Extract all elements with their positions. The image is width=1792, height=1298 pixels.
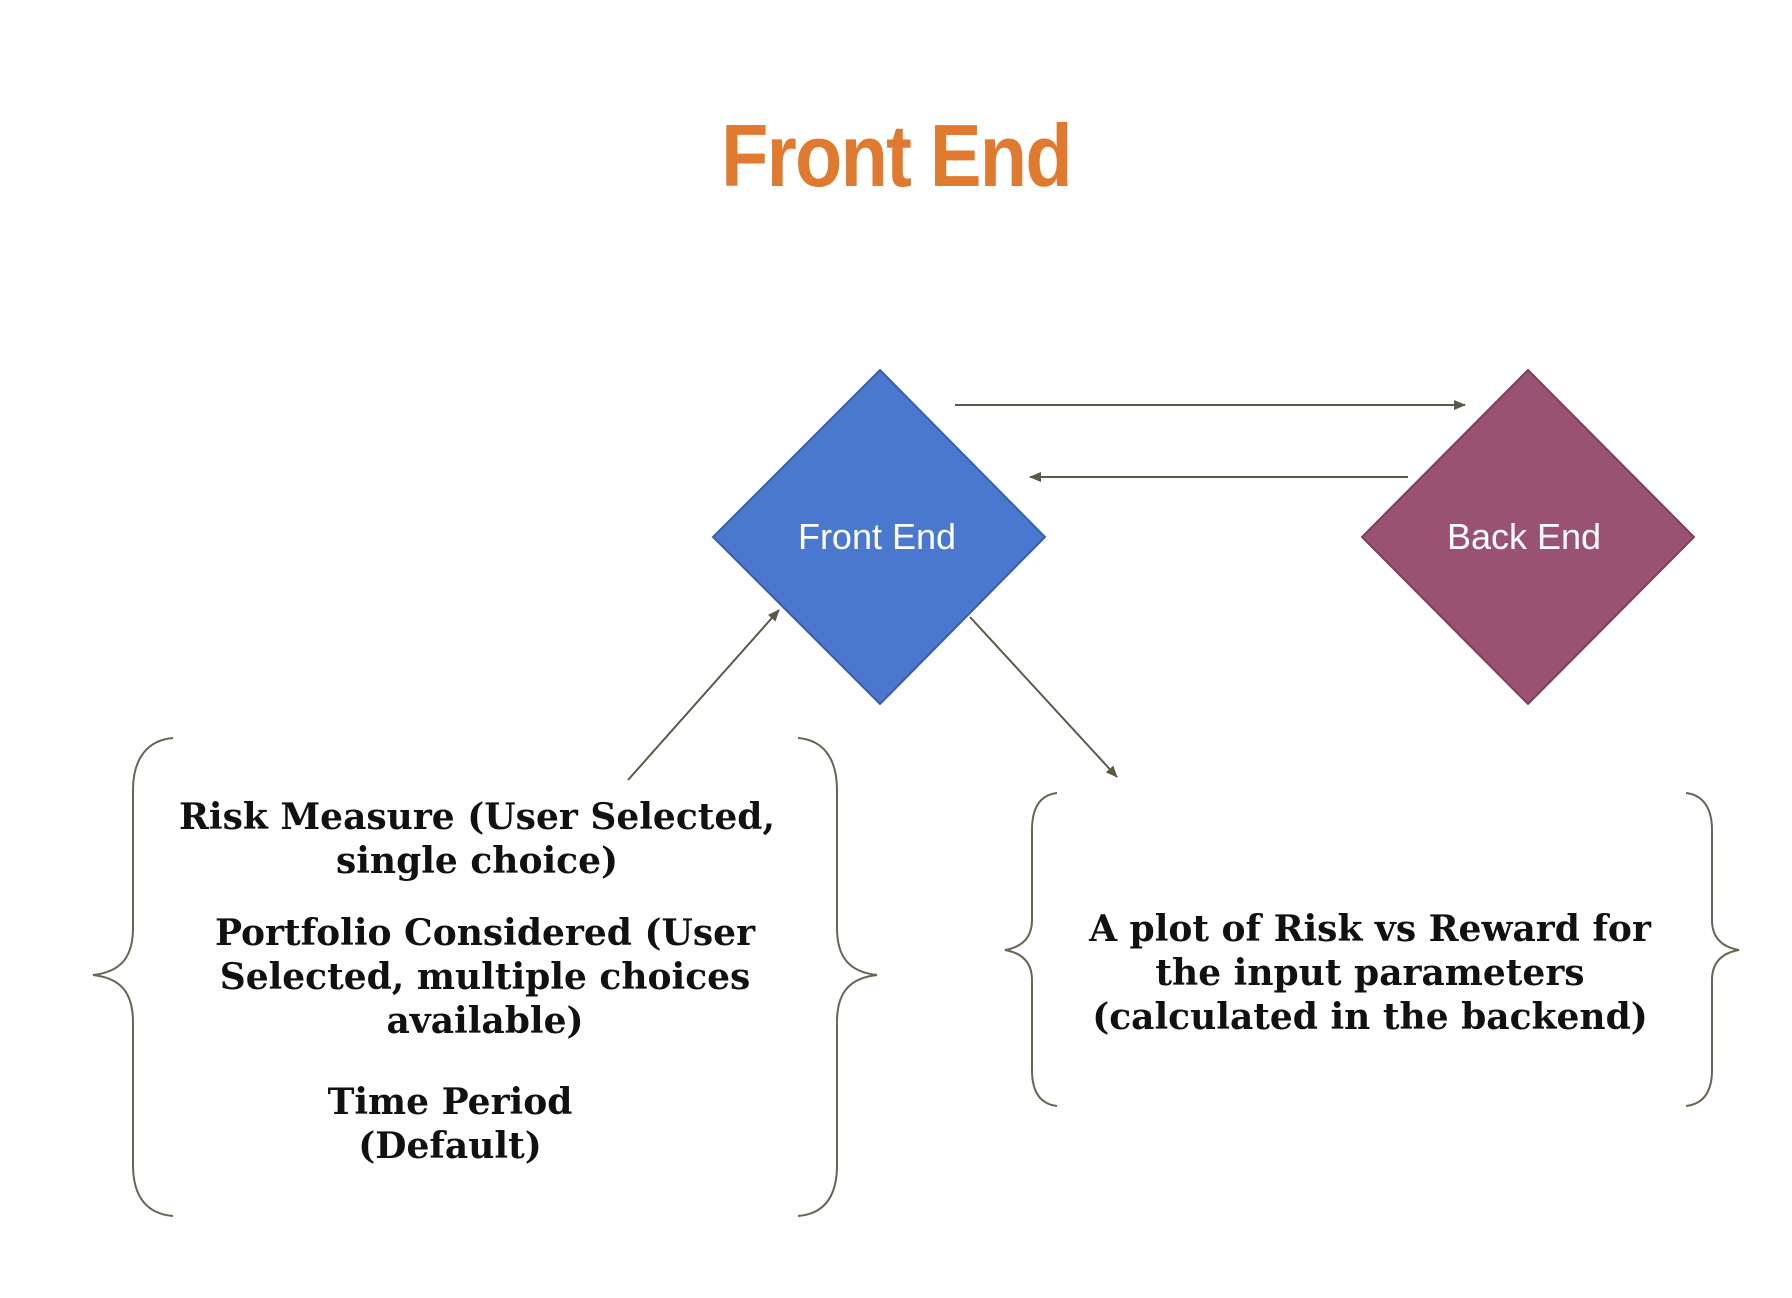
time-period-text: Time Period (Default) (285, 1080, 615, 1168)
output-line: (calculated in the backend) (1092, 996, 1648, 1038)
risk-measure-text: Risk Measure (User Selected, single choi… (177, 795, 777, 883)
portfolio-line: Selected, multiple choices (219, 956, 751, 998)
risk-measure-line: single choice) (335, 840, 619, 882)
time-period-line: Time Period (327, 1081, 573, 1123)
inputs-left-brace (92, 737, 174, 1217)
portfolio-line: available) (386, 1000, 584, 1042)
output-text: A plot of Risk vs Reward for the input p… (1060, 907, 1680, 1039)
inputs-right-brace (797, 737, 878, 1217)
output-line: the input parameters (1155, 952, 1585, 994)
portfolio-line: Portfolio Considered (User (214, 912, 756, 954)
page-title: Front End (721, 106, 1073, 205)
portfolio-text: Portfolio Considered (User Selected, mul… (190, 911, 780, 1043)
back-end-node: Back End (1360, 368, 1696, 706)
arrow-front-to-output (969, 616, 1118, 778)
output-left-brace (1004, 792, 1058, 1107)
arrow-inputs-to-front (627, 609, 780, 781)
back-end-label: Back End (1447, 516, 1601, 557)
back-end-diamond (1360, 368, 1696, 706)
front-end-label: Front End (798, 516, 956, 557)
front-end-diamond (711, 368, 1047, 706)
front-end-node: Front End (711, 368, 1047, 706)
output-line: A plot of Risk vs Reward for (1089, 908, 1651, 950)
time-period-line: (Default) (358, 1125, 542, 1167)
risk-measure-line: Risk Measure (User Selected, (178, 796, 775, 838)
output-right-brace (1685, 792, 1740, 1107)
